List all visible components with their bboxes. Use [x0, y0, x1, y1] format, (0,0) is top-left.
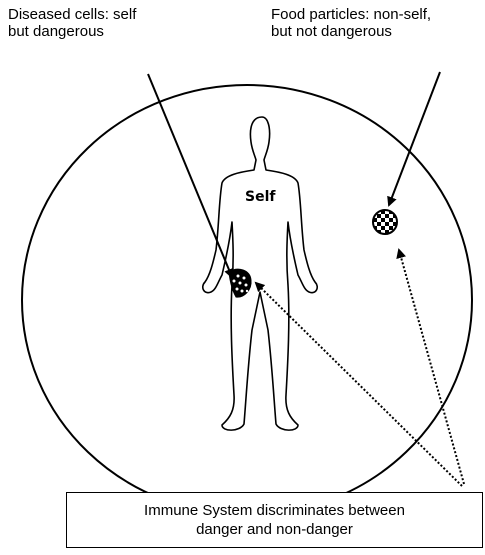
self-label: Self	[245, 189, 276, 205]
food-particle-icon	[373, 210, 397, 234]
diseased-label-arrow	[148, 74, 232, 277]
immune-system-caption: Immune System discriminates between dang…	[67, 501, 482, 539]
diseased-cells-label: Diseased cells: self but dangerous	[8, 6, 136, 40]
immune-system-caption-box: Immune System discriminates between dang…	[66, 492, 483, 548]
food-particles-label: Food particles: non-self, but not danger…	[271, 6, 431, 40]
human-body-outline	[203, 117, 317, 430]
